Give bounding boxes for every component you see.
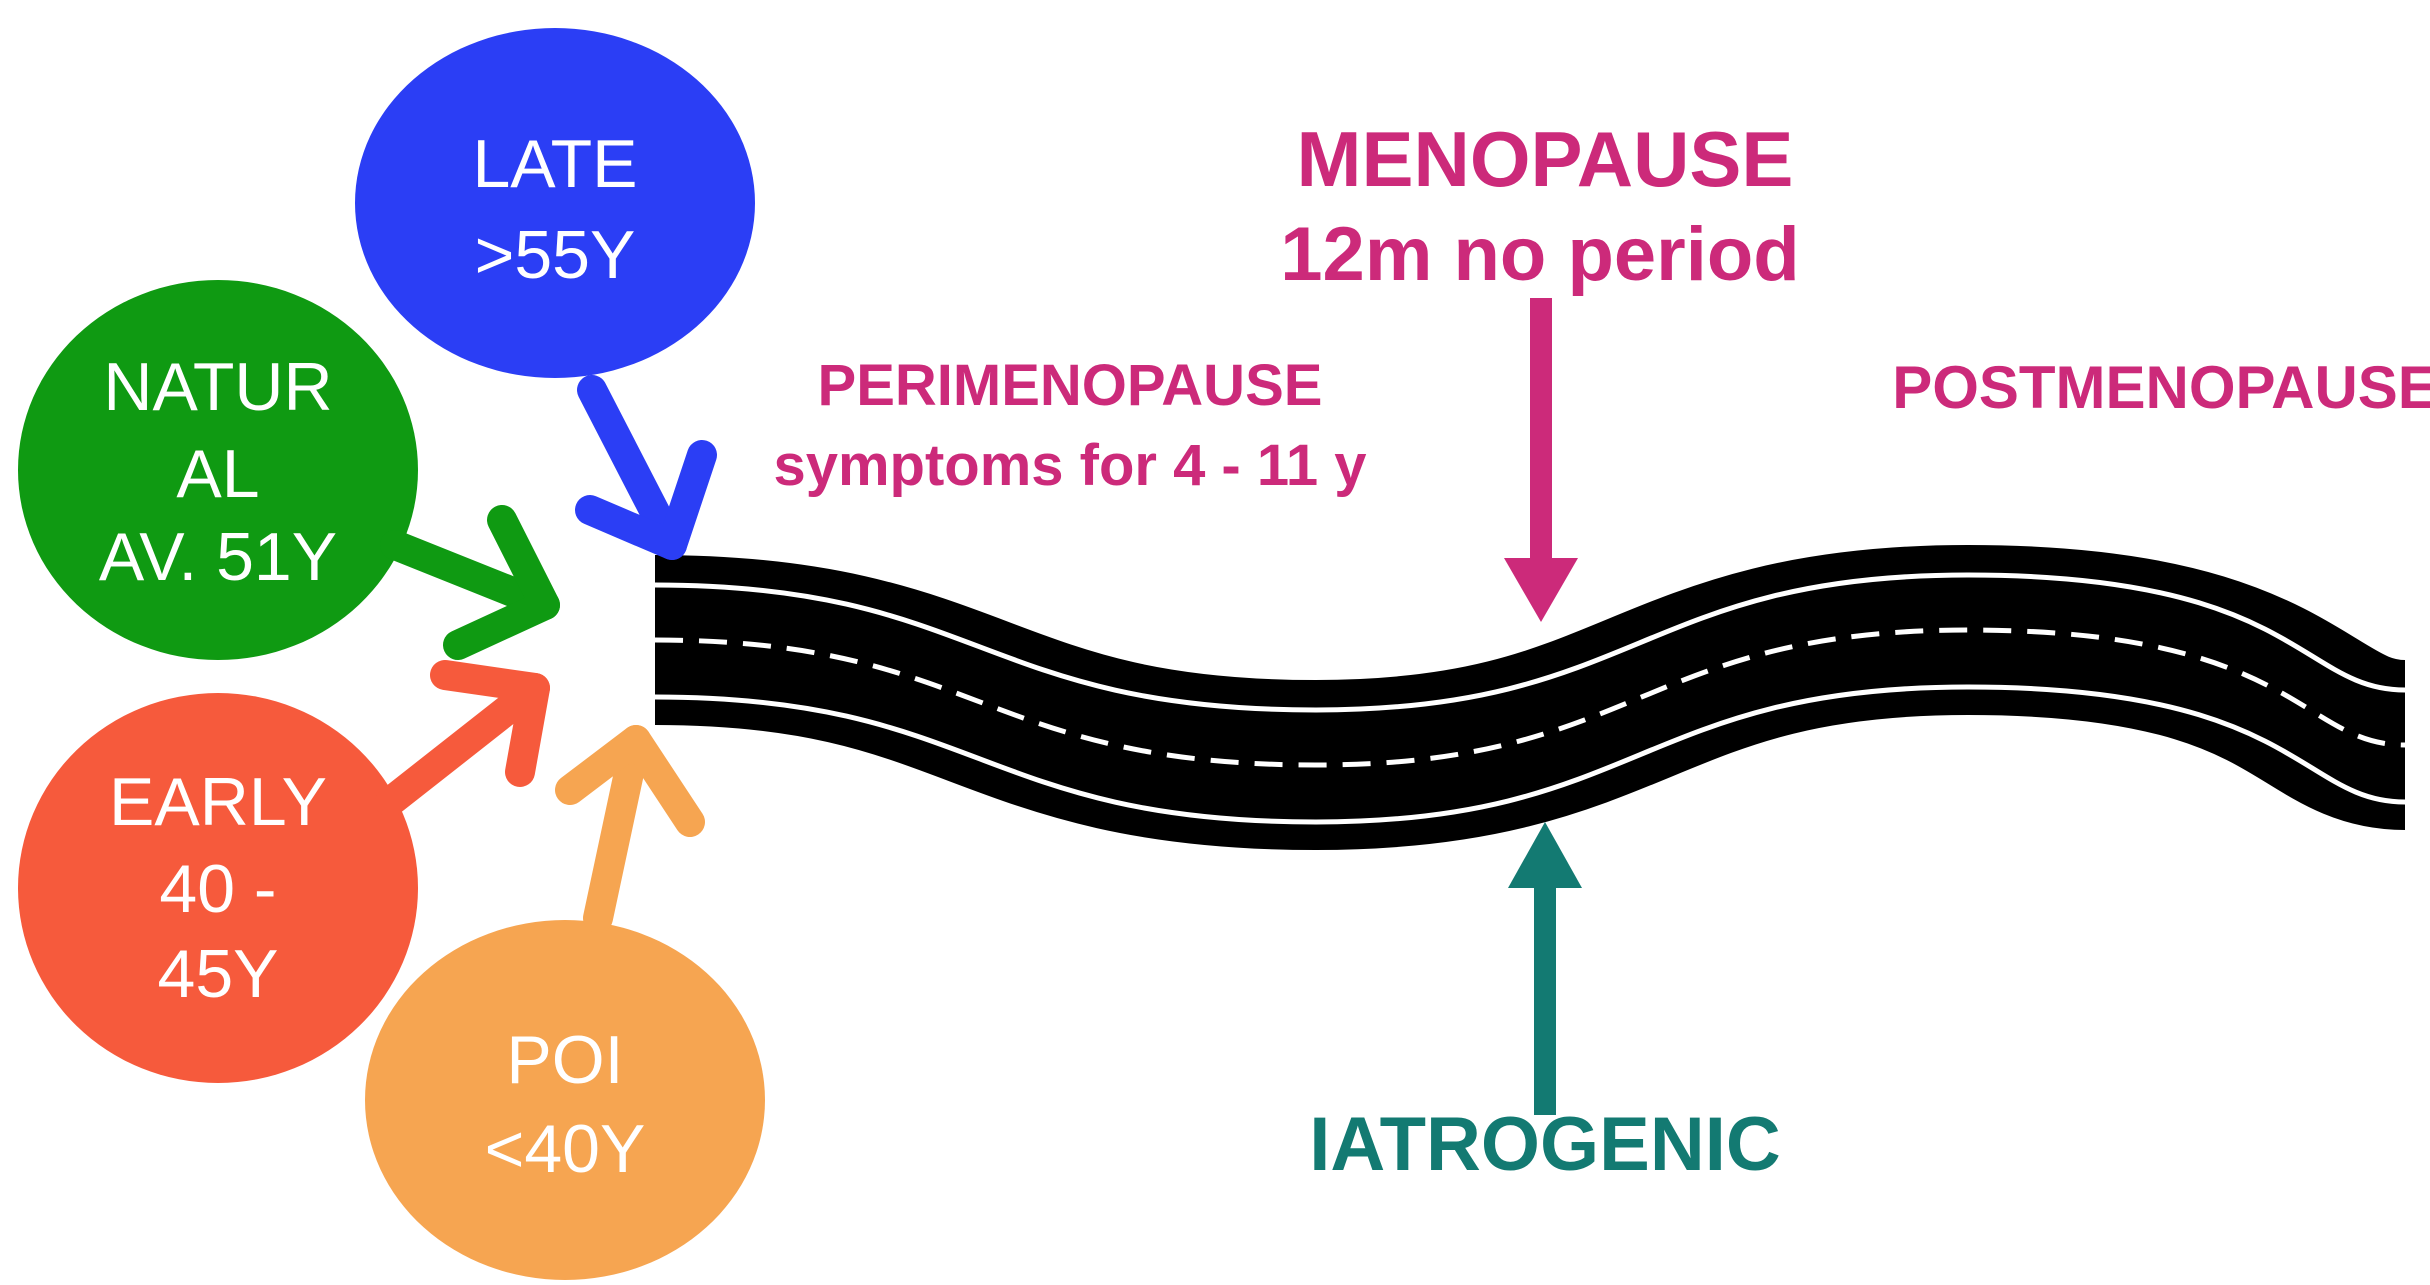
circle-poi: POI <40Y — [365, 920, 765, 1280]
circle-natural: NATUR AL AV. 51Y — [18, 280, 418, 660]
circle-late-label-2: >55Y — [475, 217, 636, 293]
circle-early-label-3: 45Y — [158, 936, 279, 1012]
circle-late-label-1: LATE — [472, 126, 637, 202]
arrow-menopause-icon — [1504, 298, 1578, 622]
perimenopause-title: PERIMENOPAUSE — [818, 353, 1323, 418]
arrow-iatrogenic-icon — [1508, 822, 1582, 1115]
arrow-early-icon — [390, 675, 535, 802]
circle-poi-label-1: POI — [506, 1022, 623, 1098]
circle-late: LATE >55Y — [355, 28, 755, 378]
postmenopause-label: POSTMENOPAUSE — [1892, 354, 2430, 421]
circle-natural-label-1: NATUR — [103, 349, 332, 425]
circle-early-label-2: 40 - — [159, 851, 276, 927]
menopause-title: MENOPAUSE — [1297, 115, 1794, 203]
circle-natural-label-2: AL — [176, 436, 259, 512]
circle-early-label-1: EARLY — [109, 764, 327, 840]
arrow-late-icon — [590, 390, 702, 545]
arrow-natural-icon — [395, 520, 545, 645]
circle-natural-label-3: AV. 51Y — [99, 519, 337, 595]
circle-poi-label-2: <40Y — [485, 1111, 646, 1187]
road-surface — [655, 630, 2405, 765]
arrow-poi-icon — [570, 740, 690, 918]
road-icon — [655, 575, 2405, 822]
circle-late-shape — [355, 28, 755, 378]
menopause-subtitle: 12m no period — [1280, 212, 1799, 297]
iatrogenic-label: IATROGENIC — [1309, 1102, 1780, 1187]
circle-early: EARLY 40 - 45Y — [18, 693, 418, 1083]
circle-poi-shape — [365, 920, 765, 1280]
perimenopause-subtitle: symptoms for 4 - 11 y — [773, 433, 1366, 498]
